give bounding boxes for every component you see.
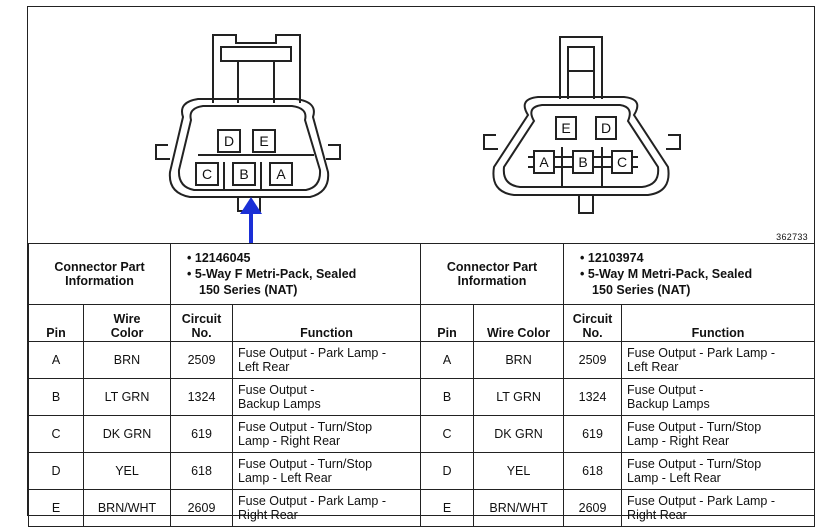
part-info-row: Connector Part Information • 12146045 • … xyxy=(27,243,816,305)
right-pin-e: E xyxy=(561,120,570,136)
pin-cell: B xyxy=(28,378,84,416)
connector-drawings: D E C B A xyxy=(155,34,681,243)
diagram-frame: D E C B A xyxy=(27,6,816,527)
right-function-header: Function xyxy=(621,304,816,342)
wire-color-cell: BRN/WHT xyxy=(82,489,172,527)
right-pin-a: A xyxy=(539,154,549,170)
left-pin-b: B xyxy=(239,166,248,182)
function-cell: Fuse Output -Backup Lamps xyxy=(232,378,422,416)
right-part-info: • 12103974 • 5-Way M Metri-Pack, Sealed … xyxy=(563,243,816,305)
circuit-cell: 1324 xyxy=(563,378,623,416)
circuit-cell: 2609 xyxy=(170,489,234,527)
table-row: B LT GRN 1324 Fuse Output -Backup Lamps … xyxy=(28,378,816,416)
right-pin-header: Pin xyxy=(420,304,475,342)
function-cell: Fuse Output - Park Lamp -Right Rear xyxy=(232,489,422,527)
pin-cell: A xyxy=(28,341,84,379)
circuit-cell: 2509 xyxy=(563,341,623,379)
function-cell: Fuse Output -Backup Lamps xyxy=(621,378,816,416)
circuit-cell: 619 xyxy=(563,415,623,453)
pin-cell: C xyxy=(420,415,475,453)
table-row: A BRN 2509 Fuse Output - Park Lamp -Left… xyxy=(28,341,816,379)
left-part-info: • 12146045 • 5-Way F Metri-Pack, Sealed … xyxy=(170,243,422,305)
pin-cell: A xyxy=(420,341,475,379)
circuit-cell: 2509 xyxy=(170,341,234,379)
left-part-info-label: Connector Part Information xyxy=(27,243,172,305)
wire-color-cell: DK GRN xyxy=(82,415,172,453)
pin-cell: B xyxy=(420,378,475,416)
wire-color-cell: BRN xyxy=(82,341,172,379)
connector-pinout-table: Connector Part Information • 12146045 • … xyxy=(27,243,816,527)
pin-cell: E xyxy=(420,489,475,527)
wire-color-cell: YEL xyxy=(473,452,565,490)
pin-cell: D xyxy=(28,452,84,490)
wire-color-cell: BRN xyxy=(473,341,565,379)
arrow-icon xyxy=(240,197,262,243)
left-part-desc-1: 5-Way F Metri-Pack, Sealed xyxy=(194,267,357,281)
left-pin-header: Pin xyxy=(28,304,84,342)
right-part-desc-1: 5-Way M Metri-Pack, Sealed xyxy=(587,267,753,281)
wire-color-cell: LT GRN xyxy=(82,378,172,416)
right-part-desc-2: 150 Series (NAT) xyxy=(592,283,691,297)
circuit-cell: 619 xyxy=(170,415,234,453)
right-connector-drawing xyxy=(483,36,681,214)
table-row: E BRN/WHT 2609 Fuse Output - Park Lamp -… xyxy=(28,489,816,527)
function-cell: Fuse Output - Park Lamp -Left Rear xyxy=(621,341,816,379)
wire-color-cell: DK GRN xyxy=(473,415,565,453)
wire-color-cell: LT GRN xyxy=(473,378,565,416)
circuit-cell: 618 xyxy=(563,452,623,490)
right-part-number: 12103974 xyxy=(587,251,644,265)
wire-color-cell: YEL xyxy=(82,452,172,490)
pin-cell: E xyxy=(28,489,84,527)
circuit-cell: 1324 xyxy=(170,378,234,416)
circuit-cell: 2609 xyxy=(563,489,623,527)
pin-cell: D xyxy=(420,452,475,490)
pin-cell: C xyxy=(28,415,84,453)
right-pin-c: C xyxy=(617,154,627,170)
right-pin-b: B xyxy=(578,154,587,170)
left-part-number: 12146045 xyxy=(194,251,251,265)
left-pin-c: C xyxy=(202,166,212,182)
connector-diagram: D E C B A xyxy=(28,7,814,243)
function-cell: Fuse Output - Park Lamp -Right Rear xyxy=(621,489,816,527)
left-pin-d: D xyxy=(224,133,234,149)
right-wire-color-header: Wire Color xyxy=(473,304,565,342)
left-part-desc-2: 150 Series (NAT) xyxy=(199,283,298,297)
wire-color-cell: BRN/WHT xyxy=(473,489,565,527)
function-cell: Fuse Output - Park Lamp -Left Rear xyxy=(232,341,422,379)
left-function-header: Function xyxy=(232,304,422,342)
figure-number: 362733 xyxy=(776,232,808,242)
left-pin-a: A xyxy=(276,166,286,182)
right-pin-d: D xyxy=(601,120,611,136)
right-part-info-label: Connector Part Information xyxy=(420,243,565,305)
left-pin-e: E xyxy=(259,133,268,149)
left-connector-drawing xyxy=(155,34,341,212)
circuit-cell: 618 xyxy=(170,452,234,490)
